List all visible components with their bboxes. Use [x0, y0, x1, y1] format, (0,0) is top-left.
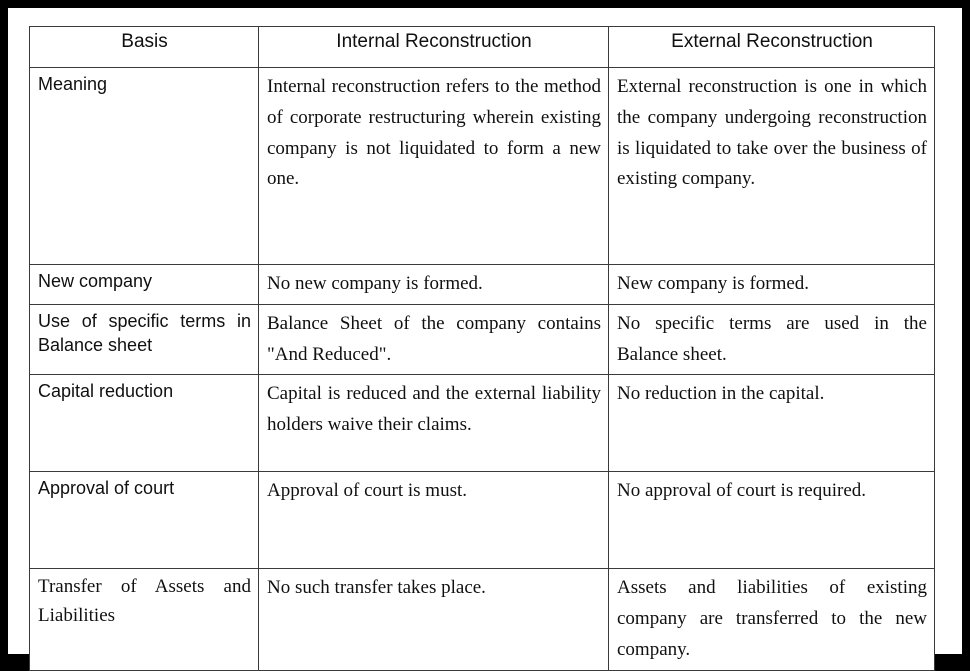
table-row: Capital reduction Capital is reduced and… — [29, 374, 935, 473]
header-row: Basis Internal Reconstruction External R… — [29, 26, 935, 68]
row-basis-use-of-specific-terms: Use of specific terms in Balance sheet — [29, 303, 259, 376]
cell-external-approval-of-court: No approval of court is required. — [608, 471, 935, 570]
cell-external-transfer-of-assets-and-liabilities: Assets and liabilities of existing compa… — [608, 568, 935, 671]
row-basis-capital-reduction: Capital reduction — [29, 374, 259, 473]
row-basis-new-company: New company — [29, 264, 259, 305]
cell-external-new-company: New company is formed. — [608, 264, 935, 305]
cell-internal-transfer-of-assets-and-liabilities: No such transfer takes place. — [258, 568, 609, 671]
cell-internal-capital-reduction: Capital is reduced and the external liab… — [258, 374, 609, 473]
row-basis-approval-of-court: Approval of court — [29, 471, 259, 570]
table-row: Meaning Internal reconstruction refers t… — [29, 67, 935, 265]
row-basis-transfer-of-assets-and-liabilities: Transfer of Assets and Liabilities — [29, 568, 259, 671]
cell-external-meaning: External reconstruction is one in which … — [608, 67, 935, 265]
row-basis-meaning: Meaning — [29, 67, 259, 265]
table-row: Approval of court Approval of court is m… — [29, 471, 935, 570]
table-row: Transfer of Assets and Liabilities No su… — [29, 568, 935, 671]
column-header-internal-reconstruction: Internal Reconstruction — [258, 26, 609, 68]
table-row: New company No new company is formed. Ne… — [29, 264, 935, 305]
cell-external-use-of-specific-terms: No specific terms are used in the Balanc… — [608, 303, 935, 376]
table-row: Use of specific terms in Balance sheet B… — [29, 303, 935, 376]
table-header: Basis Internal Reconstruction External R… — [29, 26, 935, 68]
document-page: Basis Internal Reconstruction External R… — [8, 8, 962, 671]
cell-internal-meaning: Internal reconstruction refers to the me… — [258, 67, 609, 265]
cell-internal-use-of-specific-terms: Balance Sheet of the company contains "A… — [258, 303, 609, 376]
cell-internal-new-company: No new company is formed. — [258, 264, 609, 305]
cell-external-capital-reduction: No reduction in the capital. — [608, 374, 935, 473]
column-header-external-reconstruction: External Reconstruction — [608, 26, 935, 68]
cell-internal-approval-of-court: Approval of court is must. — [258, 471, 609, 570]
comparison-table: Basis Internal Reconstruction External R… — [29, 26, 935, 671]
table-body: Meaning Internal reconstruction refers t… — [29, 67, 935, 671]
column-header-basis: Basis — [29, 26, 259, 68]
